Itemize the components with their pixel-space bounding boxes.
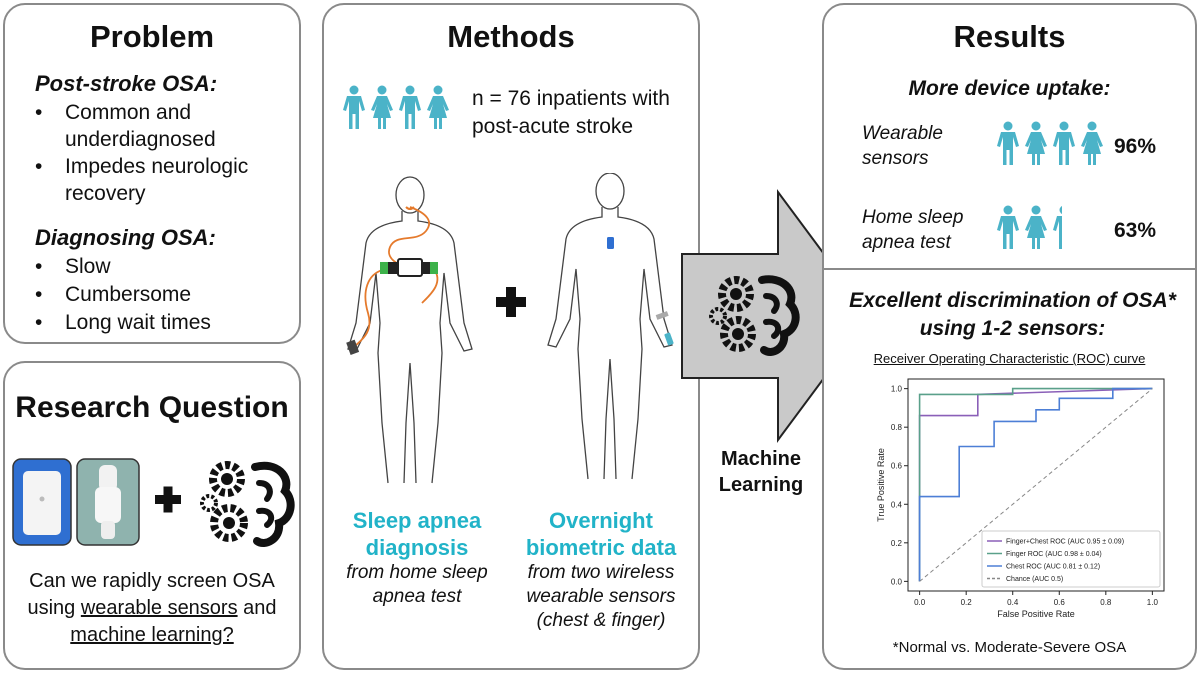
person-icon <box>399 85 421 129</box>
chest-sensor-photo <box>12 458 72 546</box>
person-icon <box>371 85 393 129</box>
legend-label-1: Finger ROC (AUC 0.98 ± 0.04) <box>1006 551 1102 558</box>
results-divider <box>824 268 1195 270</box>
research-graphic <box>12 458 295 547</box>
roc-chart: 0.0 0.2 0.4 0.6 0.8 1.0 0.0 0.2 0.4 0.6 0.8 1.0Fals… <box>876 378 1165 619</box>
problem-bullets-2: Slow Cumbersome Long wait times <box>27 253 297 337</box>
problem-title: Problem <box>89 19 215 54</box>
x-tick-label: 1.0 <box>1147 598 1159 607</box>
person-icon-partial <box>1053 205 1062 249</box>
cohort-text: n = 76 inpatients with post-acute stroke <box>472 87 670 138</box>
bullet-wait: Long wait times <box>27 309 297 337</box>
y-axis-label: True Positive Rate <box>876 448 886 522</box>
discrimination-heading: Excellent discrimination of OSA* using 1… <box>849 289 1176 340</box>
biometric-data-title: Overnight biometric data <box>525 508 677 560</box>
left-body-outline <box>347 176 473 484</box>
research-question-text: Can we rapidly screen OSA using wearable… <box>13 568 291 649</box>
y-tick-label: 0.2 <box>891 539 903 548</box>
methods-title: Methods <box>447 19 575 54</box>
wearable-sensors-text: wearable sensors <box>80 597 238 619</box>
x-tick-label: 0.0 <box>914 598 926 607</box>
footnote: *Normal vs. Moderate-Severe OSA <box>892 639 1127 656</box>
research-title: Research Question <box>15 391 289 424</box>
person-icon <box>427 85 449 129</box>
question-text-mid: and <box>237 597 277 619</box>
roc-series-line-3 <box>919 388 1153 582</box>
plus-icon <box>155 486 181 513</box>
results-title: Results <box>953 19 1066 54</box>
roc-title: Receiver Operating Characteristic (ROC) … <box>873 351 1146 366</box>
person-icon <box>1081 121 1103 165</box>
sleep-apnea-diagnosis-title: Sleep apnea diagnosis <box>352 508 482 560</box>
uptake-heading: More device uptake: <box>908 77 1111 100</box>
body-figures <box>346 173 674 484</box>
methods-panel: Methods n = 76 inpatients with post-acut… <box>322 3 700 670</box>
bullet-cumbersome: Cumbersome <box>27 281 297 309</box>
biometric-data-sub: from two wireless wearable sensors (ches… <box>526 562 676 631</box>
cohort-people-icons <box>342 85 450 131</box>
roc-series-line-1 <box>918 387 1153 582</box>
problem-bullets-1: Common and underdiagnosed Impedes neurol… <box>27 99 297 207</box>
roc-series-line-2 <box>918 387 1153 582</box>
machine-learning-label: Machine Learning <box>718 448 804 496</box>
ml-brain-gears-icon <box>200 461 295 547</box>
x-tick-label: 0.2 <box>961 598 973 607</box>
legend-box <box>981 530 1161 588</box>
y-tick-label: 1.0 <box>891 385 903 394</box>
x-axis-label: False Positive Rate <box>997 609 1075 619</box>
diagnosing-osa-heading: Diagnosing OSA: <box>35 225 216 250</box>
hsat-label: Home sleep apnea test <box>862 207 964 253</box>
hsat-people-icons <box>996 205 1062 251</box>
person-icon <box>1025 205 1047 249</box>
person-icon <box>1053 121 1075 165</box>
y-tick-label: 0.6 <box>891 462 903 471</box>
wearable-people-icons <box>996 121 1104 167</box>
sleep-apnea-diagnosis-sub: from home sleep apnea test <box>346 562 488 607</box>
y-tick-label: 0.8 <box>891 423 903 432</box>
results-panel: Results More device uptake: Wearable sen… <box>822 3 1197 670</box>
ml-brain-gears-icon <box>709 275 800 356</box>
legend-label-0: Finger+Chest ROC (AUC 0.95 ± 0.09) <box>1006 539 1124 546</box>
right-caption: Overnight biometric data from two wirele… <box>506 507 696 633</box>
legend-label-2: Chest ROC (AUC 0.81 ± 0.12) <box>1006 564 1100 571</box>
left-caption: Sleep apnea diagnosis from home sleep ap… <box>332 507 502 609</box>
person-icon <box>997 205 1019 249</box>
wearable-label: Wearable sensors <box>862 123 943 169</box>
person-icon <box>997 121 1019 165</box>
x-tick-label: 0.6 <box>1054 598 1066 607</box>
hsat-value: 63% <box>1114 219 1157 242</box>
x-tick-label: 0.8 <box>1100 598 1112 607</box>
research-question-panel: Research Question Can we rapidly sc <box>3 361 301 670</box>
right-body-outline <box>547 173 673 480</box>
machine-learning-text: machine learning? <box>70 624 234 646</box>
y-tick-label: 0.4 <box>891 500 903 509</box>
problem-panel: Problem Post-stroke OSA: Common and unde… <box>3 3 301 344</box>
right-body-sensors <box>607 237 674 346</box>
finger-sensor-photo <box>76 458 140 546</box>
bullet-impedes: Impedes neurologic recovery <box>27 153 297 207</box>
y-tick-label: 0.0 <box>891 577 903 586</box>
person-icon <box>1025 121 1047 165</box>
bullet-common: Common and underdiagnosed <box>27 99 297 153</box>
legend-label-3: Chance (AUC 0.5) <box>1006 576 1063 583</box>
plus-icon <box>496 287 526 317</box>
person-icon <box>343 85 365 129</box>
bullet-slow: Slow <box>27 253 297 281</box>
x-tick-label: 0.4 <box>1007 598 1019 607</box>
wearable-value: 96% <box>1114 135 1157 158</box>
left-body-sensors <box>346 206 439 355</box>
post-stroke-osa-heading: Post-stroke OSA: <box>35 71 218 96</box>
question-text-pre: Can we rapidly screen OSA using <box>27 570 275 619</box>
